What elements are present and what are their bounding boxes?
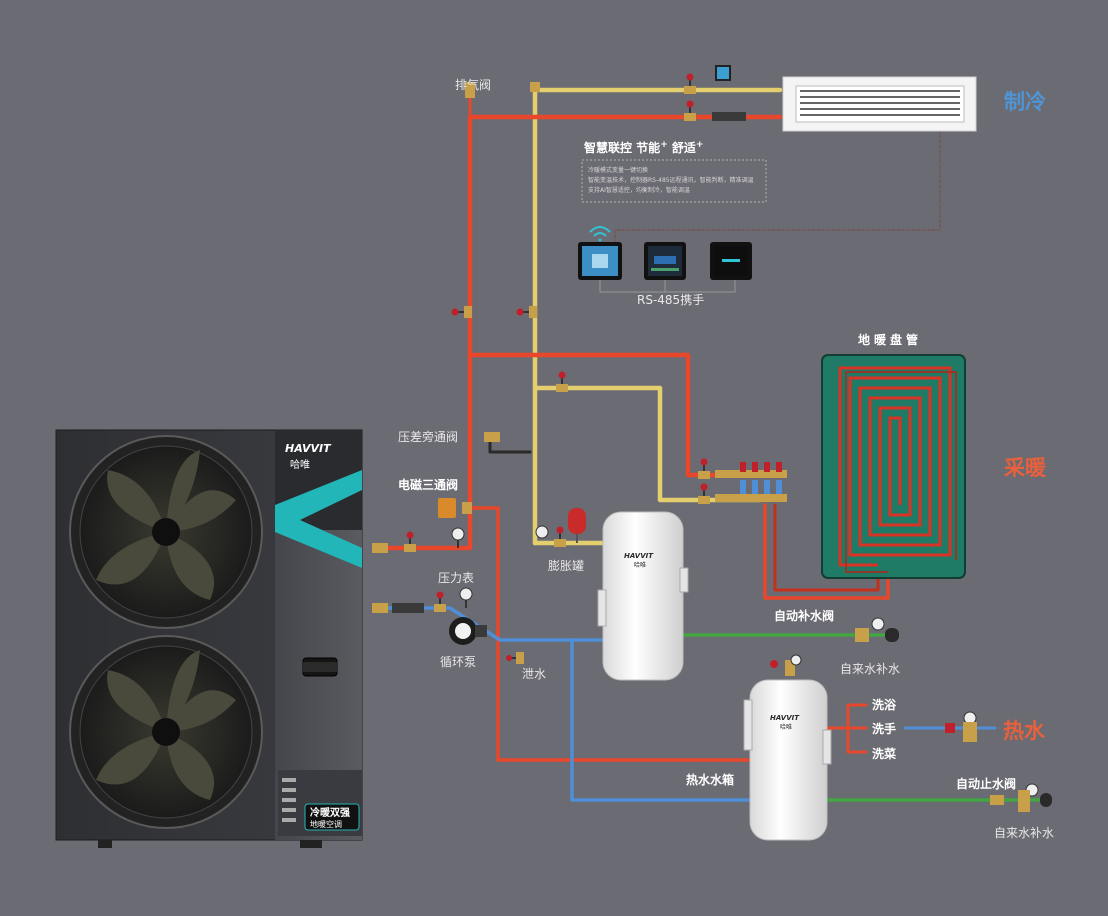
circulation-pump-icon[interactable]	[449, 617, 487, 645]
valve-drain[interactable]	[506, 652, 524, 664]
floor-manifold[interactable]	[715, 462, 787, 502]
rs485-wire	[599, 279, 736, 293]
ac-indoor-unit[interactable]	[782, 76, 977, 132]
ac-fitting-top	[530, 82, 540, 92]
diff-bypass-valve[interactable]	[484, 432, 500, 442]
valve-ac-yellow[interactable]	[684, 73, 696, 95]
fan-bottom	[69, 635, 263, 829]
tank-safety-valve[interactable]	[770, 654, 802, 676]
gauge-expansion-icon	[535, 525, 549, 539]
floor-coil-label: 地暖盘管	[858, 332, 922, 347]
unit-inline-filter	[392, 603, 424, 613]
svg-text:智慧联控 节能+ 舒适+: 智慧联控 节能+ 舒适+	[583, 140, 703, 155]
hot-pipe-to-manifold	[467, 352, 763, 478]
feature-box	[581, 159, 767, 203]
feature-2: 智能变温技术，控制器RS-485远程通讯，智能判断，精准调温	[588, 176, 754, 184]
buffer-tank-brand: HAVVIT	[624, 552, 654, 560]
tap-water-2-label: 自来水补水	[994, 826, 1054, 840]
smart-control-panel: 智慧联控 节能+ 舒适+ 冷暖模式变量一键切换 智能变温技术，控制器RS-485…	[578, 140, 767, 307]
unit-fitting-top	[372, 543, 388, 553]
hot-pipe-tank-loop	[468, 506, 754, 762]
controller-wire	[614, 129, 941, 243]
pressure-gauge-icon	[459, 587, 473, 608]
unit-brand-en: HAVVIT	[285, 442, 332, 455]
valve-unit-out[interactable]	[404, 531, 416, 553]
valves	[372, 73, 1052, 812]
controller-screen-1[interactable]	[578, 242, 622, 280]
expansion-tank-icon[interactable]	[568, 508, 586, 543]
bypass-pipe	[488, 436, 532, 454]
controller-screen-3[interactable]	[710, 242, 752, 280]
heating-label: 采暖	[1004, 456, 1047, 480]
drain-label: 泄水	[522, 667, 546, 681]
hot-pipe-main	[377, 114, 783, 551]
ac-thermostat-icon[interactable]	[715, 65, 731, 81]
hot-water-label: 热水	[1003, 719, 1046, 743]
unit-badge	[304, 803, 360, 831]
rs485-label: RS-485携手	[637, 292, 704, 307]
cooling-label: 制冷	[1004, 90, 1046, 114]
wifi-icon	[589, 226, 611, 242]
auto-fill-valve-label: 自动补水阀	[774, 608, 834, 623]
feature-1: 冷暖模式变量一键切换	[588, 166, 648, 174]
solenoid-3way-valve[interactable]	[438, 498, 456, 518]
buffer-tank-brand-cn: 哈唯	[634, 561, 646, 569]
badge-line-2: 地暖空调	[310, 819, 342, 829]
tap-valve-2[interactable]	[990, 790, 1052, 812]
unit-fitting-bottom	[372, 603, 388, 613]
bath-label: 洗浴	[872, 697, 897, 712]
ac-filter	[712, 112, 746, 121]
valve-manifold-yellow-2[interactable]	[698, 483, 710, 505]
return-pipe-lower	[570, 638, 754, 802]
gauge-main-icon	[451, 527, 465, 548]
feature-3: 支持AI智慧适控，均衡制冷，智能调温	[588, 186, 690, 194]
cold-pipe-to-manifold	[532, 385, 763, 503]
exhaust-valve-label: 排气阀	[455, 77, 491, 92]
controller-screen-2[interactable]	[644, 242, 686, 280]
circulation-pump-label: 循环泵	[440, 655, 476, 669]
hot-water-tank[interactable]: HAVVIT 哈唯	[743, 679, 832, 841]
unit-teal-accent	[275, 470, 362, 568]
coil-serpentine-return	[845, 371, 957, 573]
valve-expansion[interactable]	[554, 526, 566, 548]
diff-bypass-label: 压差旁通阀	[398, 429, 458, 444]
hotwater-mix-valve[interactable]	[945, 722, 977, 742]
expansion-tank-label: 膨胀罐	[548, 559, 584, 573]
auto-stop-valve-label: 自动止水阀	[956, 776, 1016, 791]
valve-manifold-yellow[interactable]	[556, 371, 568, 393]
buffer-tank[interactable]: HAVVIT 哈唯	[597, 511, 689, 681]
hot-tank-brand-cn: 哈唯	[780, 723, 792, 731]
coil-serpentine	[838, 366, 952, 567]
pressure-gauge-label: 压力表	[438, 571, 474, 585]
badge-line-1: 冷暖双强	[310, 806, 350, 819]
valve-ac-red[interactable]	[684, 100, 696, 122]
valve-unit-in[interactable]	[434, 591, 446, 613]
floor-heating-coil	[821, 354, 966, 579]
hand-wash-label: 洗手	[872, 721, 896, 736]
tap-water-1-label: 自来水补水	[840, 662, 900, 676]
unit-brand-cn: 哈唯	[290, 458, 310, 471]
fan-top	[69, 435, 263, 629]
valve-manifold-red[interactable]	[698, 458, 710, 480]
heat-pump-unit[interactable]: HAVVIT 哈唯 冷暖双强 地暖空调	[55, 429, 363, 848]
pipe-network	[377, 87, 1042, 802]
veg-wash-label: 洗菜	[872, 746, 896, 761]
valve-riser-red[interactable]	[451, 306, 473, 318]
solenoid-body	[462, 502, 472, 514]
valve-riser-yellow[interactable]	[516, 306, 538, 318]
hot-water-outlets	[823, 703, 868, 754]
coil-feed	[763, 503, 890, 600]
hot-tank-brand: HAVVIT	[770, 714, 800, 722]
gauge-tap1-icon	[871, 617, 885, 631]
solenoid-valve-label: 电磁三通阀	[398, 477, 458, 492]
hot-water-tank-label: 热水水箱	[686, 772, 734, 787]
smart-title: 智慧联控 节能	[583, 140, 660, 155]
exhaust-valve[interactable]	[465, 82, 475, 98]
tap-valve-1[interactable]	[855, 628, 899, 642]
